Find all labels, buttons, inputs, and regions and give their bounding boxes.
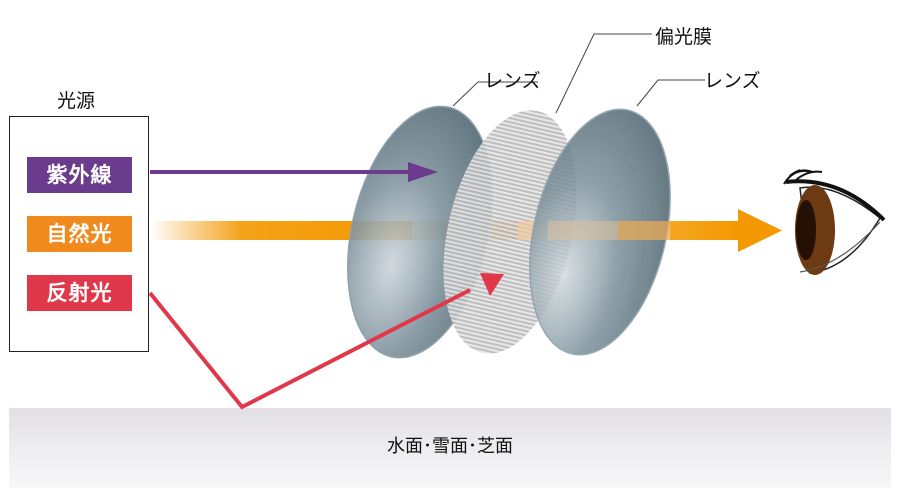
- light-source-title: 光源: [57, 90, 96, 112]
- natural-light-beam-exit: [618, 221, 670, 240]
- ground-surface: [9, 408, 891, 488]
- lens-right-label: レンズ: [704, 70, 761, 92]
- leader-polarizing-film: [555, 33, 652, 114]
- tag-uv: 紫外線: [27, 157, 132, 193]
- surface-label: 水面･雪面･芝面: [387, 436, 513, 457]
- tag-reflected-label: 反射光: [46, 281, 113, 305]
- polarizing-film-label: 偏光膜: [655, 26, 713, 48]
- leader-lens-right: [636, 79, 705, 107]
- tag-natural: 自然光: [27, 216, 132, 252]
- transmitted-light-arrowhead: [738, 209, 782, 252]
- reflected-light-path: [148, 288, 471, 410]
- lens-left-label: レンズ: [484, 70, 541, 92]
- reflected-light-arrowhead: [480, 273, 504, 296]
- tag-uv-label: 紫外線: [46, 163, 113, 187]
- uv-arrow-head: [408, 162, 438, 182]
- tag-reflected: 反射光: [27, 275, 132, 311]
- transmitted-light-beam: [670, 221, 740, 240]
- tag-natural-label: 自然光: [46, 222, 113, 246]
- natural-light-beam: [150, 221, 412, 240]
- eye-icon: [783, 169, 886, 275]
- leader-lens-left: [452, 81, 538, 107]
- natural-light-beam-in-lens-right: [548, 221, 618, 240]
